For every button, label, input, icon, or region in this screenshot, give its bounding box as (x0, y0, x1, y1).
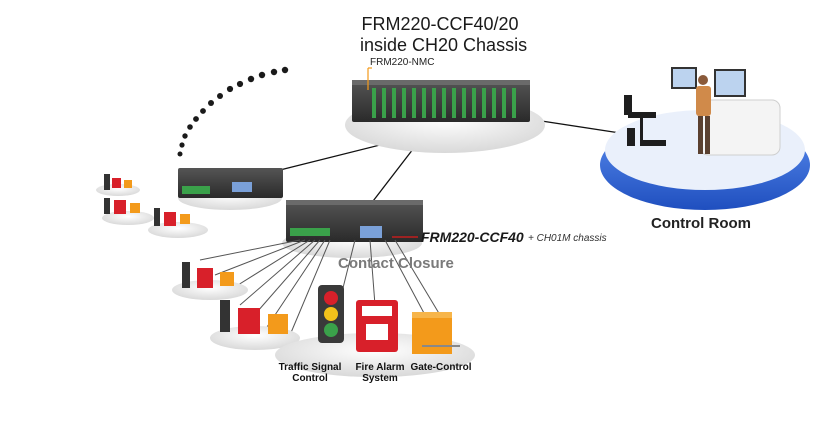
contact-closure-wires (199, 239, 441, 336)
device-group-main (275, 285, 475, 377)
device-cluster-upper-left (96, 174, 208, 238)
chassis-card-slots (372, 88, 516, 118)
device-cluster-lower-left (172, 262, 300, 350)
traffic-signal-caption-line2: Control (292, 373, 328, 384)
traffic-signal-caption: Traffic Signal Control (278, 362, 342, 384)
nmc-label: FRM220-NMC (370, 57, 435, 68)
chassis-title-line1: FRM220-CCF40/20 (361, 14, 519, 34)
fire-alarm-caption-line2: System (362, 373, 398, 384)
ch20-chassis (345, 67, 545, 153)
chassis-title: FRM220-CCF40/20 inside CH20 Chassis (360, 14, 528, 56)
traffic-signal-caption-line1: Traffic Signal (278, 362, 342, 373)
chassis-title-line2: inside CH20 Chassis (360, 35, 528, 55)
gate-control-icon (412, 312, 460, 354)
fire-alarm-caption: Fire Alarm System (350, 362, 410, 384)
control-room (600, 67, 810, 210)
gate-control-caption: Gate-Control (410, 362, 472, 373)
fire-alarm-icon (356, 300, 398, 352)
contact-closure-label: Contact Closure (338, 255, 454, 272)
dotted-arc (177, 66, 289, 157)
remote-device-upper (178, 168, 283, 210)
device-label: FRM220-CCF40 (421, 229, 524, 245)
fire-alarm-caption-line1: Fire Alarm (355, 362, 405, 373)
traffic-light-icon (318, 285, 344, 343)
control-room-label: Control Room (651, 215, 751, 232)
device-sublabel: + CH01M chassis (528, 233, 607, 244)
ccf40-device (282, 200, 423, 258)
